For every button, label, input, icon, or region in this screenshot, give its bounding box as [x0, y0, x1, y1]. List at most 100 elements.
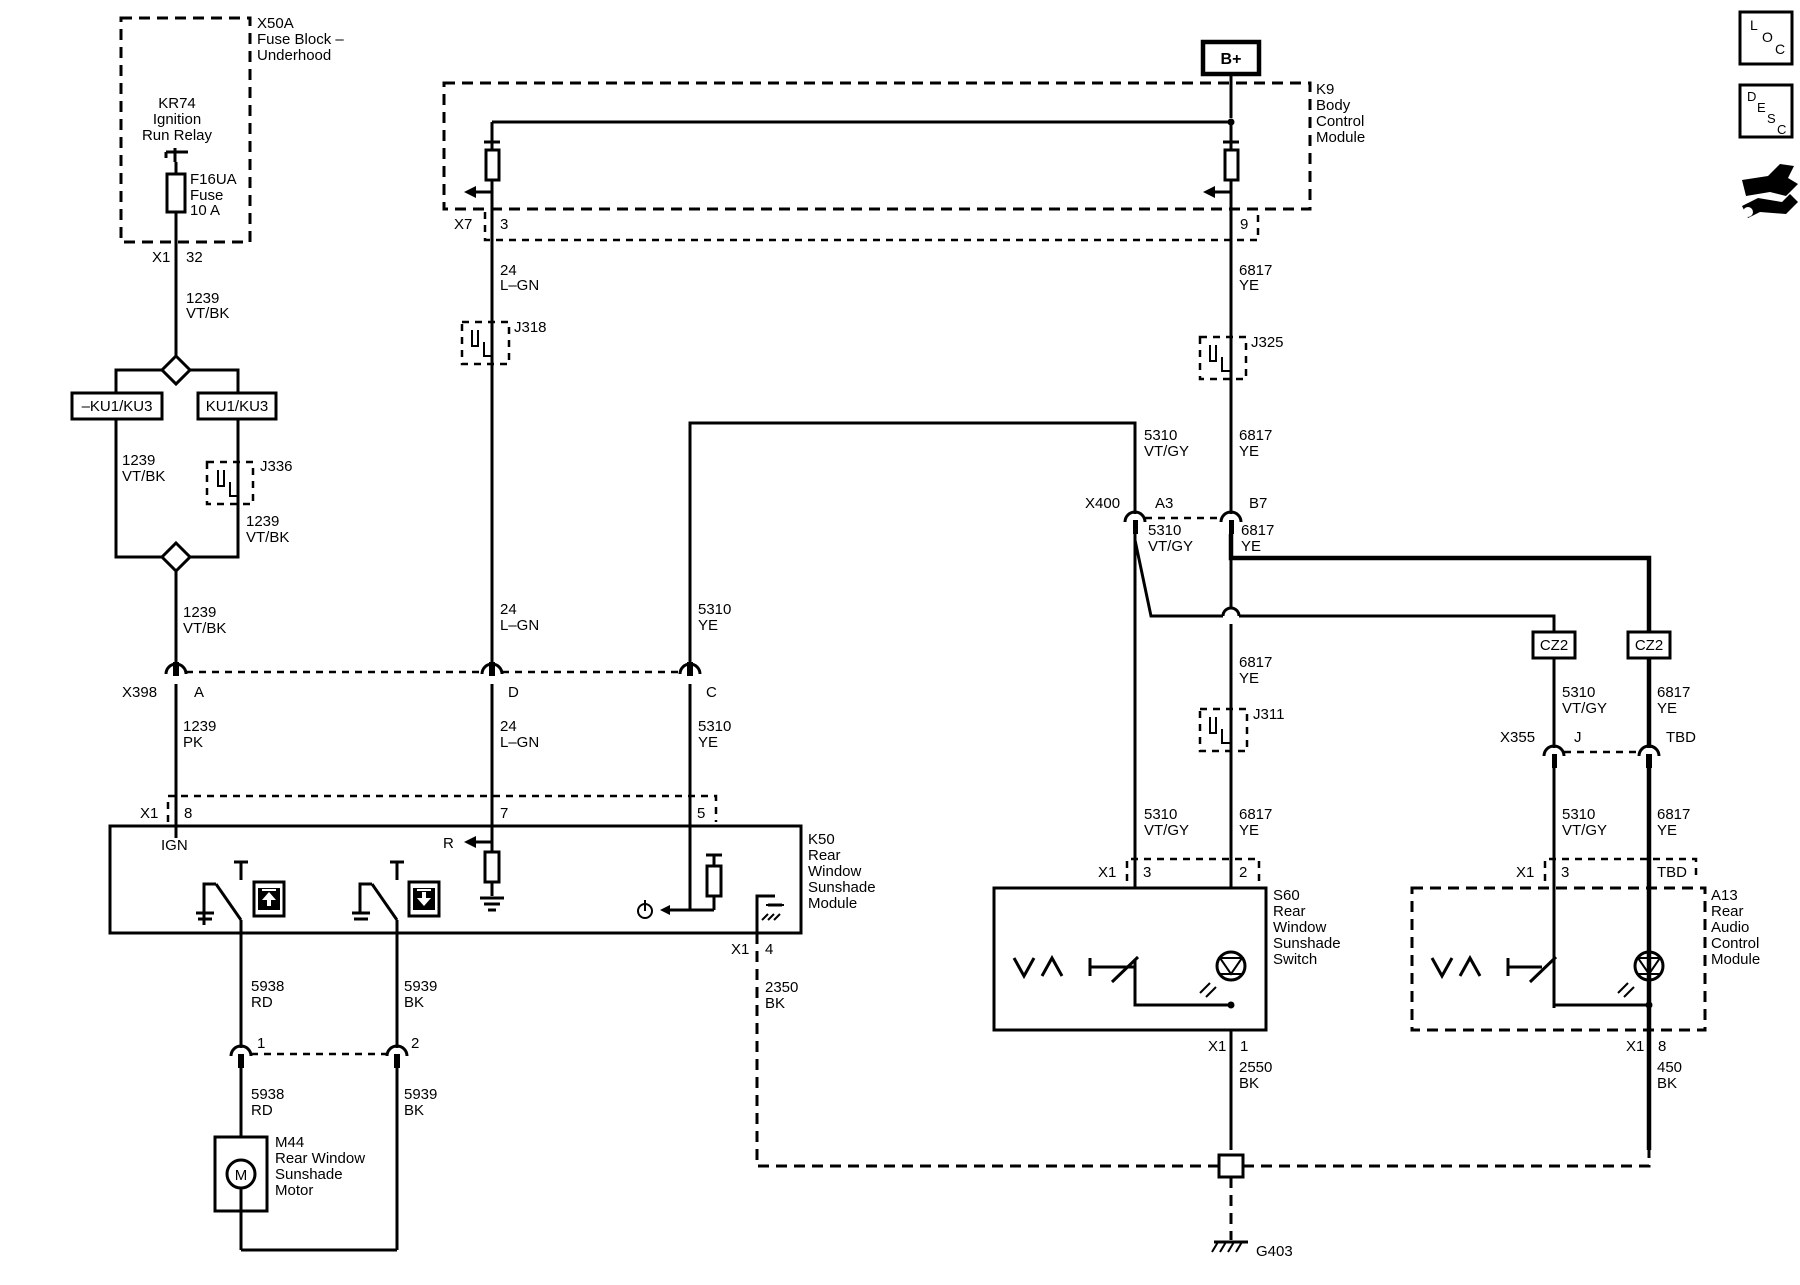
- s60-bottom-connector: X1: [1208, 1038, 1226, 1055]
- k9-label-4: Module: [1316, 129, 1365, 146]
- k50-pin-4: 4: [765, 941, 773, 958]
- wire-450-num: 450: [1657, 1059, 1682, 1076]
- wire-5938-a-num: 5938: [251, 978, 284, 995]
- s60-pin-2: 2: [1239, 864, 1247, 881]
- x400-pin-a3: A3: [1155, 495, 1173, 512]
- wire-6817-s60-num: 6817: [1239, 806, 1272, 823]
- wire-24-top-color: L–GN: [500, 277, 539, 294]
- s60-connector: X1: [1098, 864, 1116, 881]
- wire-6817-cz-num: 6817: [1657, 684, 1690, 701]
- wire-1239-right-num: 1239: [246, 513, 279, 530]
- k50-r-label: R: [443, 835, 454, 852]
- a13-label-3: Audio: [1711, 919, 1749, 936]
- option-label-not-ku1-ku3: –KU1/KU3: [82, 398, 153, 415]
- s60-pin-3: 3: [1143, 864, 1151, 881]
- wire-5938-b-color: RD: [251, 1102, 273, 1119]
- wire-5938-b-num: 5938: [251, 1086, 284, 1103]
- a13-label-1: A13: [1711, 887, 1738, 904]
- x50a-pin: 32: [186, 249, 203, 266]
- x355-pin-tbd: TBD: [1666, 729, 1696, 746]
- desc-letter-c: C: [1777, 122, 1786, 137]
- wire-2550-color: BK: [1239, 1075, 1259, 1092]
- wire-24-mid-color: L–GN: [500, 617, 539, 634]
- loc-letter-o: O: [1762, 29, 1773, 45]
- x400-id: X400: [1085, 495, 1120, 512]
- option-cz2-and-x355: CZ2 CZ2 5310 VT/GY 6817 YE X355 J TBD 53…: [1500, 630, 1696, 1150]
- wire-6817-top-num: 6817: [1239, 262, 1272, 279]
- a13-label-4: Control: [1711, 935, 1759, 952]
- kr74-label-3: Run Relay: [142, 127, 213, 144]
- ground-g403: 2350 BK G403: [755, 933, 1651, 1260]
- wrench-hand-icon[interactable]: [1742, 164, 1798, 218]
- wire-5310-ye-low-color: YE: [698, 734, 718, 751]
- x355-pin-j: J: [1574, 729, 1582, 746]
- k50-ground-connector: X1: [731, 941, 749, 958]
- m44-label-3: Sunshade: [275, 1166, 343, 1183]
- motor-pin-2: 2: [411, 1035, 419, 1052]
- wire-1239-right-color: VT/BK: [246, 529, 289, 546]
- body-control-module-k9: B+ K9 Body Control Module X7 3 9: [442, 39, 1365, 242]
- wire-5939-b-color: BK: [404, 1102, 424, 1119]
- k50-pin-8: 8: [184, 805, 192, 822]
- wire-6817-s60-color: YE: [1239, 822, 1259, 839]
- k9-label-3: Control: [1316, 113, 1364, 130]
- module-k50: X1 8 7 5 K50 Rear Window Sunshade Module…: [108, 794, 876, 958]
- wire-6817-x400-num: 6817: [1239, 427, 1272, 444]
- wire-24-low-num: 24: [500, 718, 517, 735]
- f16ua-label-1: F16UA: [190, 171, 237, 188]
- wire-2550-num: 2550: [1239, 1059, 1272, 1076]
- description-icon[interactable]: D E S C: [1738, 83, 1794, 139]
- wire-6817-a13-num: 6817: [1657, 806, 1690, 823]
- location-icon[interactable]: L O C: [1738, 10, 1794, 66]
- ignition-feed-circuit: 1239 VT/BK –KU1/KU3 KU1/KU3 1239 VT/BK J…: [70, 242, 293, 666]
- x398-id: X398: [122, 684, 157, 701]
- wire-6817-mid-num: 6817: [1239, 654, 1272, 671]
- m44-label-1: M44: [275, 1134, 304, 1151]
- motor-symbol-label: M: [235, 1167, 248, 1184]
- x50a-name-1: Fuse Block –: [257, 31, 344, 48]
- s60-label-4: Sunshade: [1273, 935, 1341, 952]
- desc-letter-s: S: [1767, 111, 1776, 126]
- battery-positive-label: B+: [1221, 51, 1242, 68]
- loc-letter-c: C: [1775, 41, 1785, 57]
- wire-5939-a-num: 5939: [404, 978, 437, 995]
- wire-5310-ye-low-num: 5310: [698, 718, 731, 735]
- f16ua-label-2: Fuse: [190, 187, 223, 204]
- wire-24-top-num: 24: [500, 262, 517, 279]
- k50-pin-5: 5: [697, 805, 705, 822]
- wire-6817-a13-color: YE: [1657, 822, 1677, 839]
- k9-connector: X7: [454, 216, 472, 233]
- s60-label-2: Rear: [1273, 903, 1306, 920]
- wire-6817-mid-color: YE: [1239, 670, 1259, 687]
- x400-pin-b7: B7: [1249, 495, 1267, 512]
- wire-6817-cz-color: YE: [1657, 700, 1677, 717]
- wire-6817-top-color: YE: [1239, 277, 1259, 294]
- option-label-cz2-left: CZ2: [1540, 637, 1568, 654]
- wire-5310-ye-color: YE: [698, 617, 718, 634]
- wire-1239-pk-num: 1239: [183, 718, 216, 735]
- a13-connector: X1: [1516, 864, 1534, 881]
- wire-24-low-color: L–GN: [500, 734, 539, 751]
- wire-6817-x400b-color: YE: [1241, 538, 1261, 555]
- a13-bottom-connector: X1: [1626, 1038, 1644, 1055]
- wire-5310-cz-color: VT/GY: [1562, 700, 1607, 717]
- wire-5310-s60-color: VT/GY: [1144, 822, 1189, 839]
- splice-pack-j318: J318: [514, 319, 547, 336]
- wire-5310-ye-num: 5310: [698, 601, 731, 618]
- k50-label-4: Sunshade: [808, 879, 876, 896]
- k50-ign-label: IGN: [161, 837, 188, 854]
- kr74-label-1: KR74: [158, 95, 196, 112]
- circuit-24-lgn: 24 L–GN J318 24 L–GN: [460, 195, 547, 666]
- wire-5310-x400-color: VT/GY: [1144, 443, 1189, 460]
- module-a13: X1 3 TBD A13 Rear Audio Control Module X…: [1410, 857, 1760, 1092]
- s60-label-3: Window: [1273, 919, 1327, 936]
- x398-pin-a: A: [194, 684, 204, 701]
- a13-label-5: Module: [1711, 951, 1760, 968]
- wire-5310-x400b-color: VT/GY: [1148, 538, 1193, 555]
- wire-2350-num: 2350: [765, 979, 798, 996]
- circuit-6817-ye: 6817 YE J325 6817 YE: [1198, 195, 1284, 514]
- k50-connector: X1: [140, 805, 158, 822]
- circuit-5310: 5310 VT/GY 5310 YE: [688, 421, 1189, 666]
